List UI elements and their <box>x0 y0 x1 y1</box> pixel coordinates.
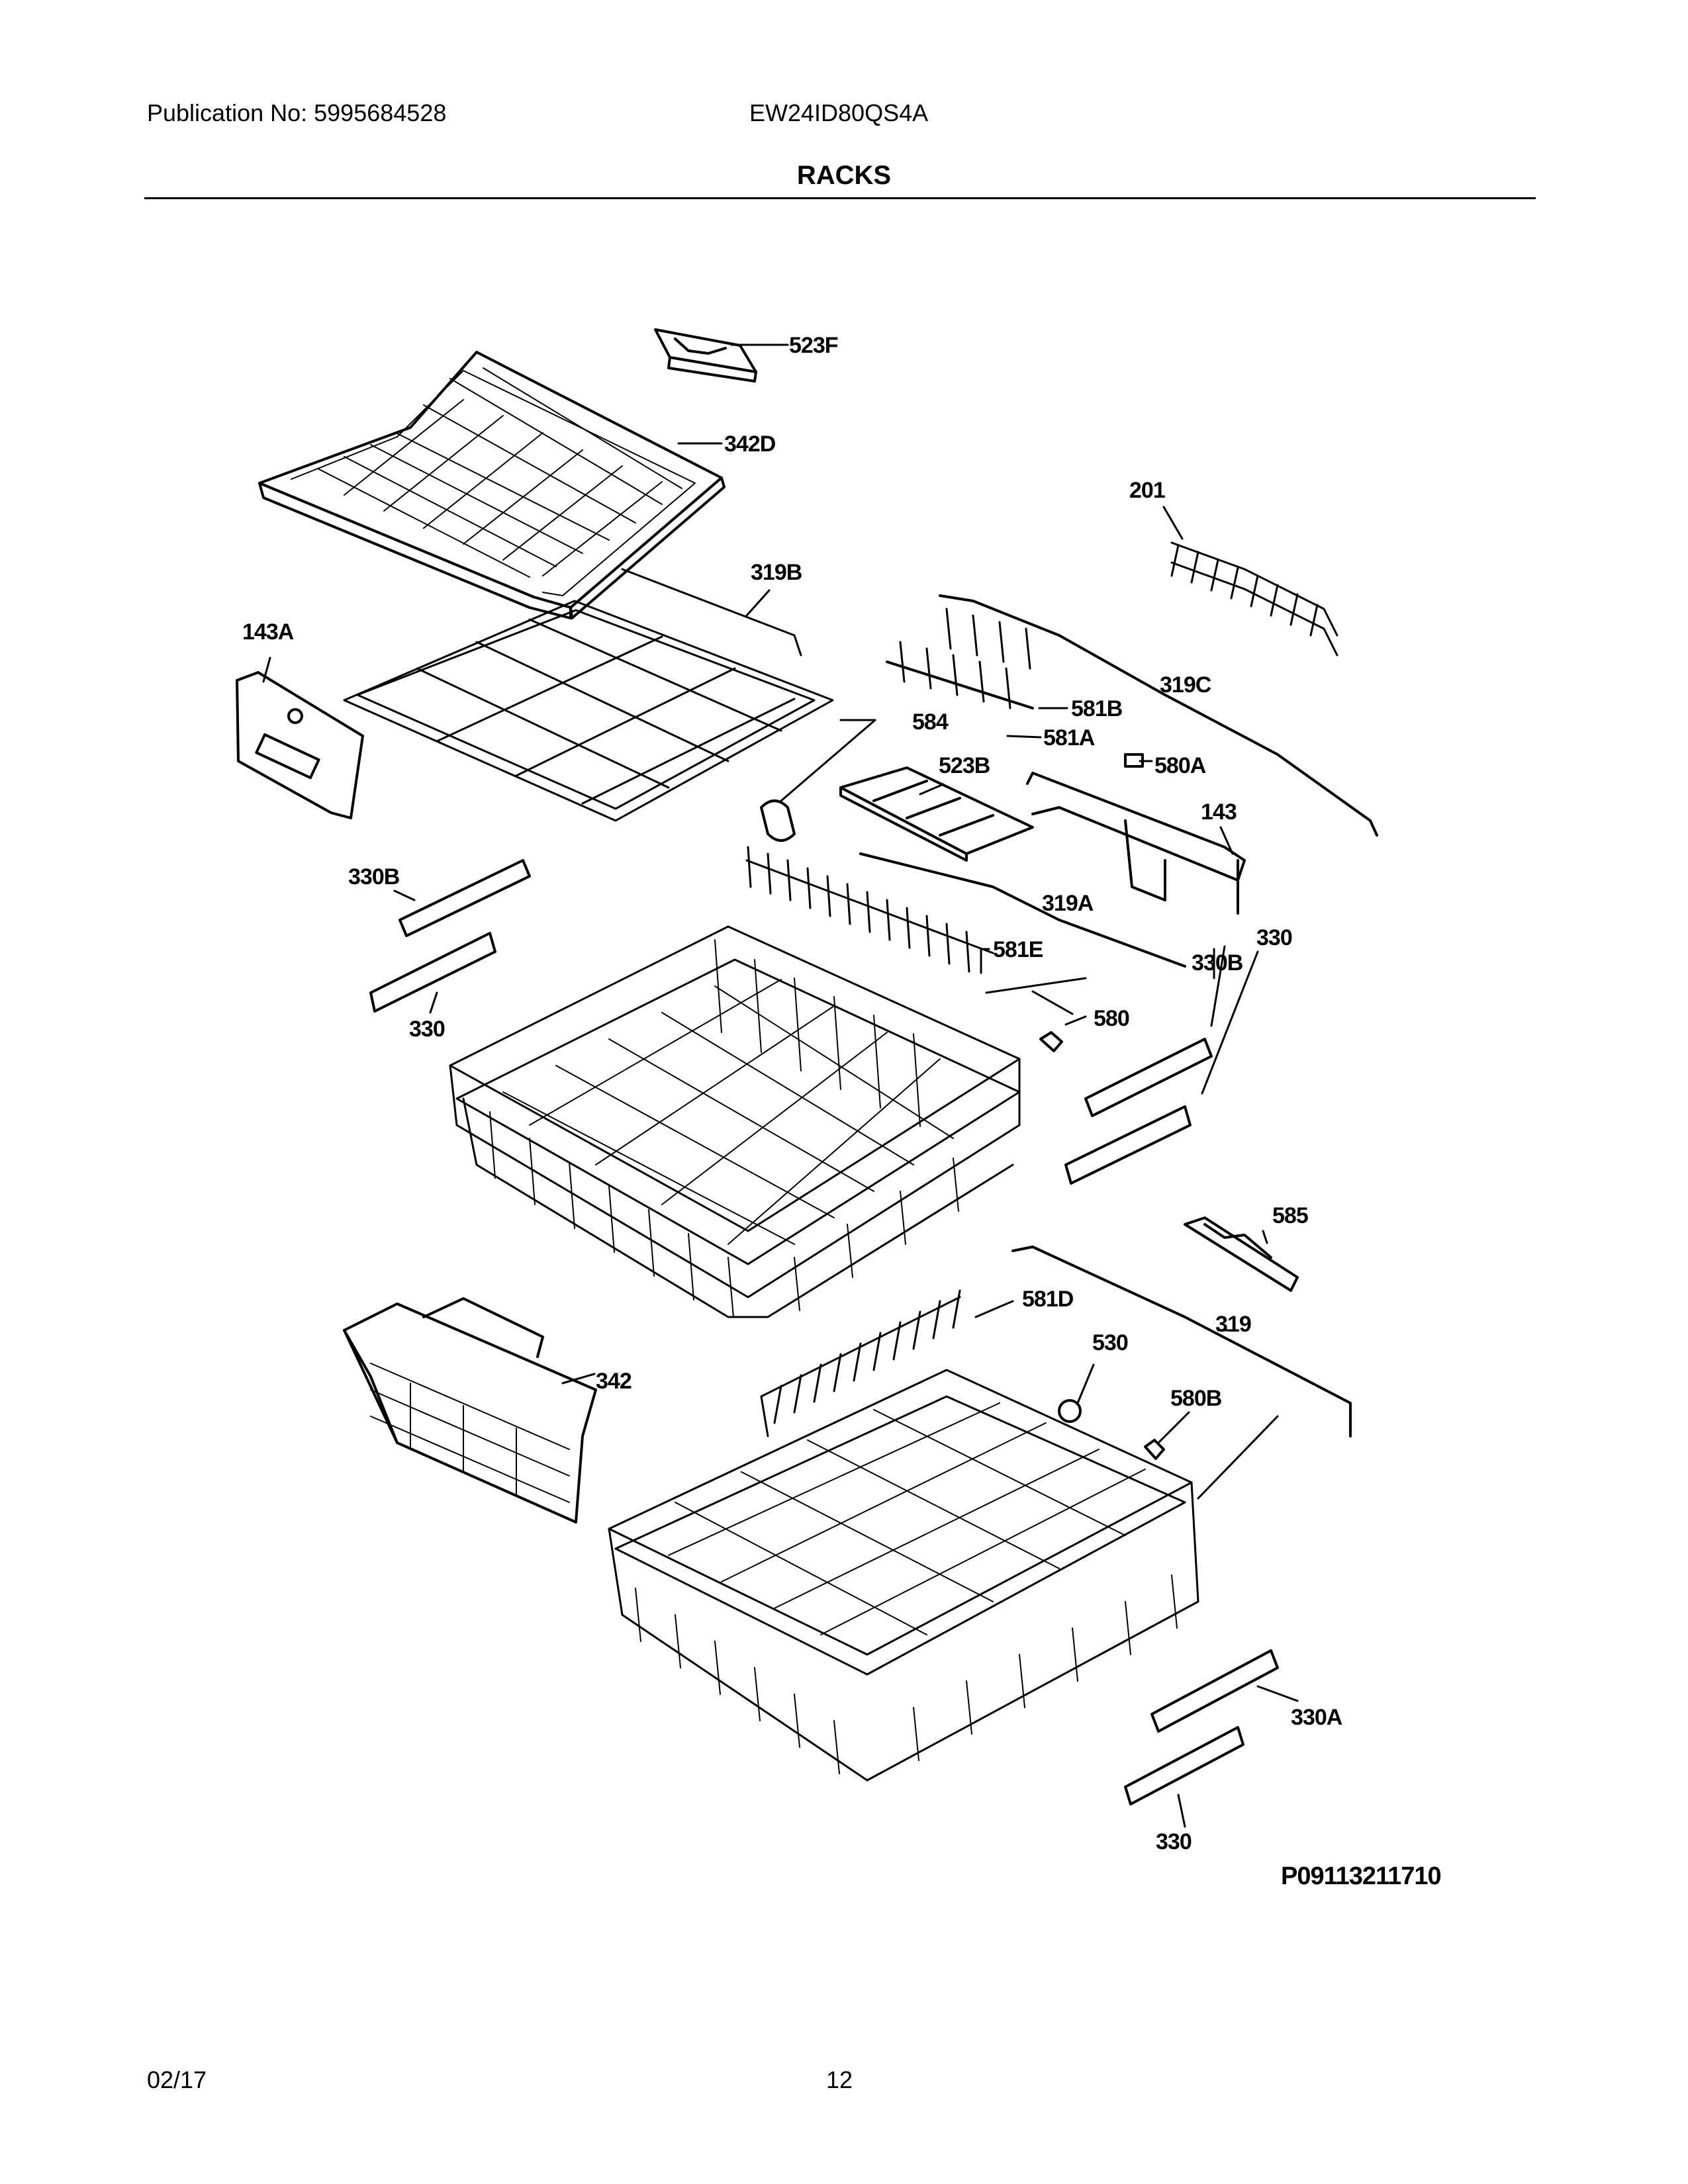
callout-201: 201 <box>1129 478 1165 503</box>
callout-581e: 581E <box>993 937 1043 962</box>
part-530 <box>1059 1400 1080 1422</box>
callout-581d: 581D <box>1022 1287 1074 1312</box>
part-580-clip <box>1041 1032 1062 1051</box>
callout-143a: 143A <box>242 619 294 645</box>
callout-319a: 319A <box>1042 891 1094 916</box>
publication-number: Publication No: 5995684528 <box>147 99 447 126</box>
part-330-left <box>371 933 495 1011</box>
callout-330b-left: 330B <box>348 864 400 889</box>
part-581e-tines <box>747 847 993 972</box>
part-330-lower <box>1125 1727 1243 1804</box>
part-342d-third-rack-tray <box>259 352 724 618</box>
callout-319b: 319B <box>751 560 802 585</box>
callout-581b: 581B <box>1071 696 1123 721</box>
callout-319: 319 <box>1215 1312 1251 1337</box>
figure-code: P09113211710 <box>1281 1862 1442 1890</box>
callout-584: 584 <box>912 709 949 735</box>
part-342-cutlery-basket <box>344 1298 596 1522</box>
part-330b-right <box>1086 1039 1211 1116</box>
footer-date: 02/17 <box>147 2066 207 2093</box>
callout-330-left: 330 <box>409 1017 445 1042</box>
part-lower-rack <box>609 1370 1198 1780</box>
part-upper-rack <box>450 927 1019 1317</box>
part-523f <box>655 330 756 381</box>
callout-580a: 580A <box>1154 753 1206 778</box>
part-581d-tines <box>761 1291 960 1436</box>
callout-330b-right: 330B <box>1192 950 1243 976</box>
callout-342d: 342D <box>724 432 776 457</box>
page-number: 12 <box>826 2066 853 2093</box>
callout-523b: 523B <box>939 753 990 778</box>
part-201-tines <box>1172 543 1337 655</box>
page-title: RACKS <box>796 161 892 190</box>
part-319c-rail <box>887 596 1377 835</box>
part-330a <box>1152 1651 1278 1731</box>
header-divider <box>144 197 1536 199</box>
part-523b-holder <box>841 768 1033 860</box>
leader-lines <box>263 345 1297 1827</box>
callout-342: 342 <box>596 1369 632 1394</box>
part-319b-rail-frame <box>344 569 833 821</box>
callout-585: 585 <box>1272 1203 1308 1228</box>
part-143a-bracket <box>237 672 363 818</box>
callout-580b: 580B <box>1170 1386 1222 1411</box>
callout-530: 530 <box>1092 1330 1128 1355</box>
callout-330-right: 330 <box>1256 925 1292 950</box>
part-143-bracket <box>1027 773 1244 913</box>
part-330-right <box>1066 1107 1190 1183</box>
callout-581a: 581A <box>1043 725 1095 751</box>
part-330b-left <box>400 860 530 936</box>
callout-labels: 523F 342D 201 319B 143A 319C 581B 584 58… <box>242 333 1343 1854</box>
part-585 <box>1185 1218 1297 1291</box>
callout-143: 143 <box>1201 799 1237 825</box>
part-584-clip <box>761 801 794 841</box>
part-319a-rail <box>861 854 1185 966</box>
callout-330-lower: 330 <box>1156 1829 1192 1854</box>
callout-580: 580 <box>1094 1006 1129 1031</box>
part-319-rail <box>1013 1247 1350 1436</box>
callout-319c: 319C <box>1160 672 1211 698</box>
callout-330a: 330A <box>1291 1705 1342 1730</box>
model-number: EW24ID80QS4A <box>749 99 929 126</box>
callout-523f: 523F <box>789 333 838 358</box>
part-580b-clip <box>1145 1440 1164 1459</box>
